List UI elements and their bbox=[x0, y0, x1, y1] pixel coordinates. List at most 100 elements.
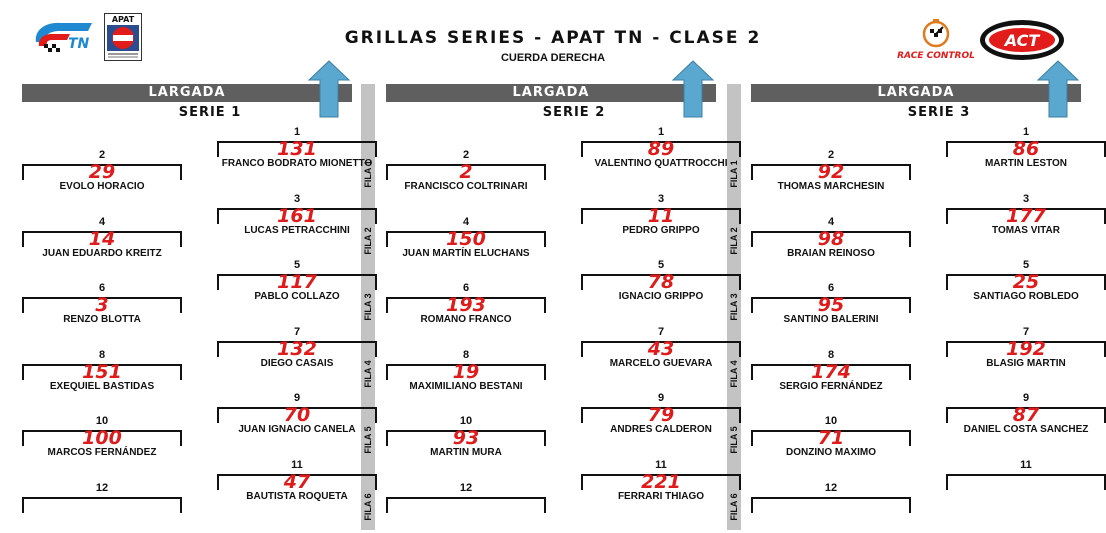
fila-label-text: FILA 2 bbox=[729, 226, 739, 255]
driver-name: EXEQUIEL BASTIDAS bbox=[49, 380, 155, 392]
grid-position: 12 bbox=[824, 481, 838, 494]
largada-banner-serie-3: LARGADA bbox=[751, 84, 1081, 102]
grid-box bbox=[581, 141, 741, 157]
grid-box bbox=[217, 473, 377, 490]
grid-box bbox=[581, 274, 741, 290]
column-divider-1 bbox=[361, 84, 375, 530]
grid-position: 10 bbox=[95, 415, 109, 427]
fila-label-1: FILA 1 bbox=[727, 148, 741, 200]
grid-position: 1 bbox=[657, 126, 665, 138]
grid-box bbox=[581, 207, 741, 224]
grid-position: 3 bbox=[1022, 192, 1030, 205]
up-arrow-icon bbox=[308, 60, 350, 118]
svg-text:APAT: APAT bbox=[112, 15, 135, 24]
grid-box bbox=[751, 430, 911, 446]
driver-name: MARTIN LESTON bbox=[984, 158, 1068, 169]
driver-name: SANTIAGO ROBLEDO bbox=[973, 291, 1079, 302]
driver-name: JUAN MARTÍN ELUCHANS bbox=[402, 247, 530, 259]
grid-position: 10 bbox=[459, 415, 473, 427]
car-number: 29 bbox=[88, 161, 116, 183]
driver-name: TOMAS VITAR bbox=[992, 224, 1060, 236]
car-number: 79 bbox=[647, 404, 675, 426]
driver-name: MARCELO GUEVARA bbox=[609, 357, 713, 369]
car-number: 92 bbox=[817, 161, 845, 183]
car-number: 2 bbox=[459, 161, 473, 183]
grid-box bbox=[217, 407, 377, 423]
driver-name: FRANCO BODRATO MIONETTO bbox=[221, 158, 373, 169]
grid-position: 11 bbox=[1020, 458, 1032, 471]
car-number: 70 bbox=[283, 404, 311, 426]
fila-label-text: FILA 3 bbox=[729, 293, 739, 321]
grid-position: 8 bbox=[98, 348, 106, 361]
driver-name: JUAN EDUARDO KREITZ bbox=[42, 247, 162, 259]
car-number: 87 bbox=[1012, 404, 1040, 426]
driver-name: RENZO BLOTTA bbox=[63, 314, 141, 325]
car-number: 131 bbox=[277, 138, 317, 160]
driver-name: LUCAS PETRACCHINI bbox=[244, 224, 350, 236]
fila-label-text: FILA 6 bbox=[729, 492, 739, 521]
driver-name: ANDRES CALDERON bbox=[610, 424, 712, 435]
driver-name: EVOLO HORACIO bbox=[59, 181, 145, 192]
page-subtitle: CUERDA DERECHA bbox=[500, 52, 606, 64]
grid-box bbox=[751, 496, 911, 513]
grid-position: 5 bbox=[293, 259, 301, 271]
driver-name: IGNACIO GRIPPO bbox=[618, 291, 704, 302]
car-number: 14 bbox=[88, 227, 116, 250]
grid-position: 6 bbox=[827, 282, 835, 294]
driver-name: SANTINO BALERINI bbox=[783, 314, 879, 325]
serie-title-2: SERIE 2 bbox=[542, 105, 606, 120]
fila-label-5: FILA 5 bbox=[361, 414, 375, 466]
car-number: 193 bbox=[446, 294, 486, 316]
grid-position: 9 bbox=[1022, 392, 1030, 404]
grid-box bbox=[946, 274, 1106, 290]
race-control-logo: RACE CONTROL bbox=[897, 19, 975, 61]
driver-name: MARTIN MURA bbox=[430, 447, 502, 458]
grid-box bbox=[946, 340, 1106, 357]
grid-box bbox=[581, 407, 741, 423]
driver-name: THOMAS MARCHESIN bbox=[777, 181, 885, 192]
car-number: 98 bbox=[817, 227, 845, 250]
grid-box bbox=[946, 207, 1106, 224]
driver-name: BLASIG MARTIN bbox=[986, 357, 1066, 369]
grid-box bbox=[217, 274, 377, 290]
driver-name: FRANCISCO COLTRINARI bbox=[404, 181, 528, 192]
act-logo: ACT bbox=[980, 20, 1064, 60]
grid-position: 7 bbox=[1022, 325, 1030, 338]
car-number: 95 bbox=[817, 294, 845, 316]
driver-name: MAXIMILIANO BESTANI bbox=[409, 380, 523, 392]
fila-label-6: FILA 6 bbox=[361, 481, 375, 533]
fila-label-text: FILA 3 bbox=[363, 293, 373, 321]
car-number: 89 bbox=[647, 138, 675, 160]
grid-box bbox=[386, 297, 546, 313]
grid-box bbox=[22, 297, 182, 313]
fila-label-6: FILA 6 bbox=[727, 481, 741, 533]
grid-position: 9 bbox=[657, 392, 665, 404]
driver-name: BAUTISTA ROQUETA bbox=[246, 490, 348, 502]
car-number: 86 bbox=[1012, 138, 1040, 160]
fila-label-1: FILA 1 bbox=[361, 148, 375, 200]
car-number: 117 bbox=[277, 271, 317, 293]
fila-label-text: FILA 4 bbox=[363, 359, 373, 388]
fila-label-2: FILA 2 bbox=[727, 215, 741, 267]
car-number: 150 bbox=[446, 227, 486, 250]
grid-box bbox=[751, 363, 911, 380]
up-arrow-icon bbox=[672, 60, 714, 118]
column-divider-2 bbox=[727, 84, 741, 530]
svg-text:ACT: ACT bbox=[1003, 31, 1041, 50]
grid-box bbox=[751, 297, 911, 313]
grid-position: 4 bbox=[98, 215, 106, 228]
